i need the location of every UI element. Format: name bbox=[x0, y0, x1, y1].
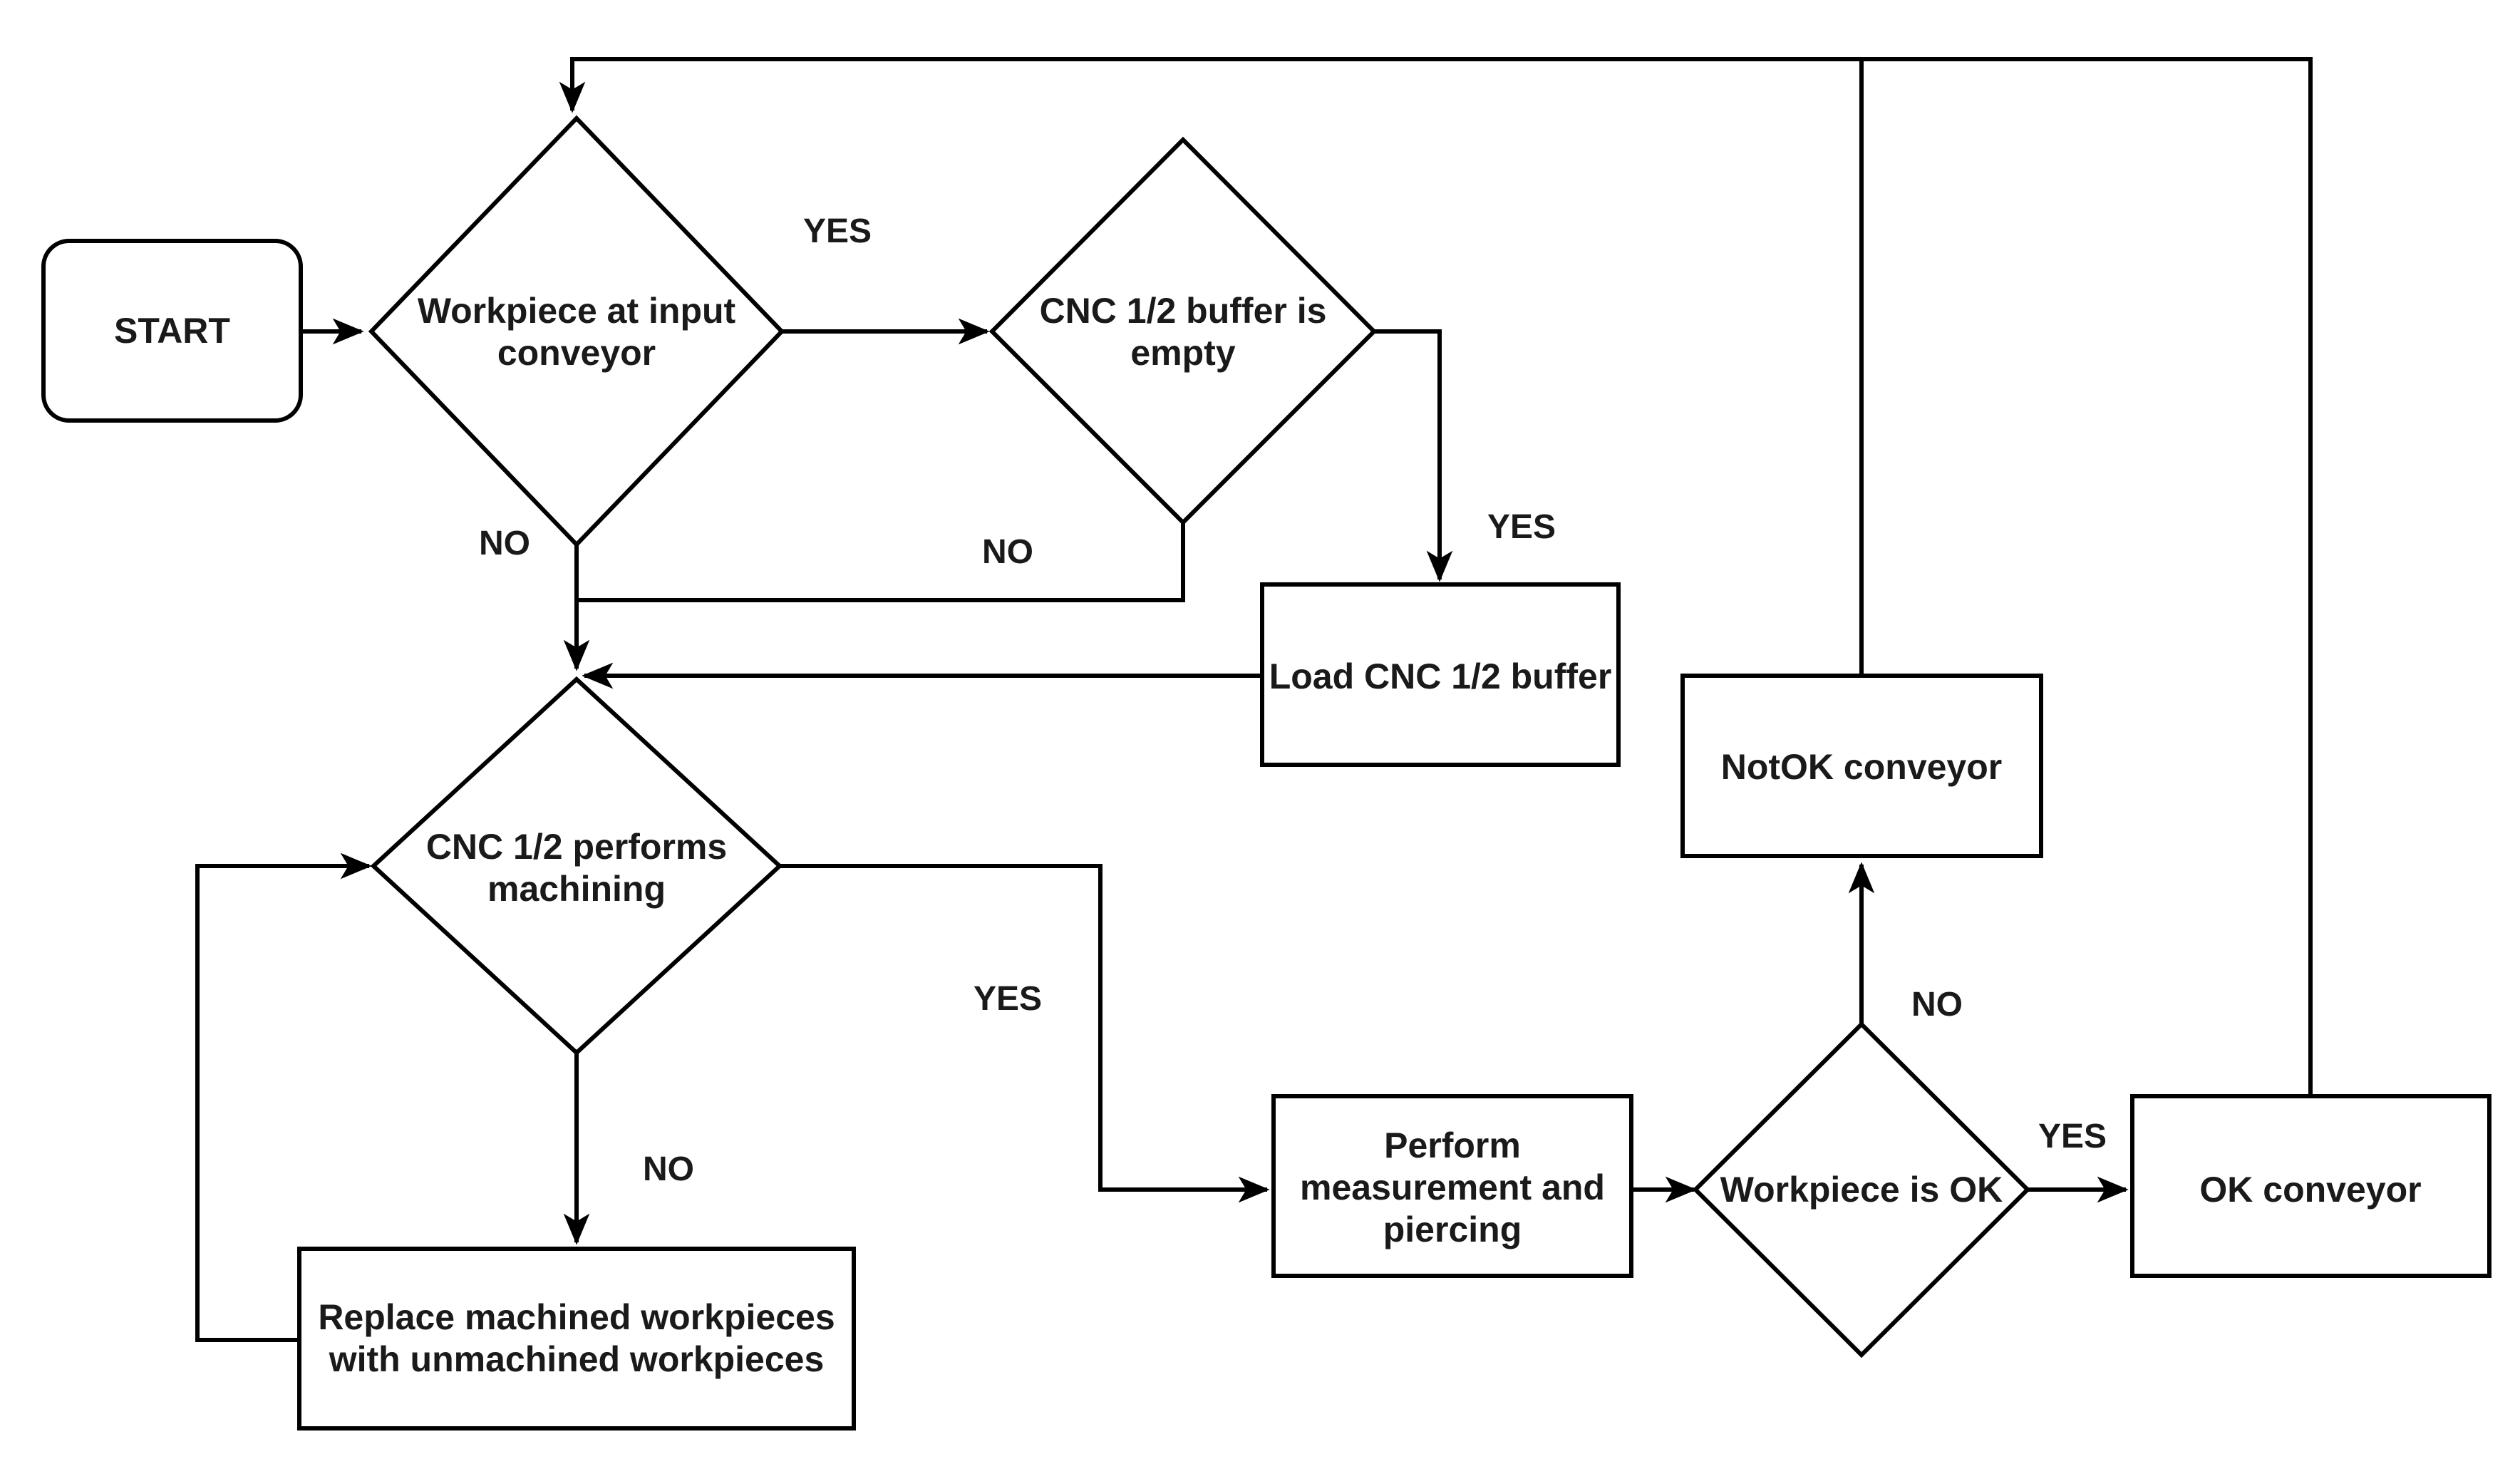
decision-workpiece-at-input: Workpiece at input conveyor bbox=[368, 115, 785, 548]
decision-cnc-machining-line-1: CNC 1/2 performs bbox=[426, 827, 727, 867]
terminal-ok-conveyor: OK conveyor bbox=[2130, 1094, 2491, 1278]
start-node: START bbox=[41, 239, 303, 423]
decision-workpiece-ok: Workpiece is OK bbox=[1692, 1021, 2031, 1359]
decision-workpiece-at-input-line-1: Workpiece at input bbox=[418, 291, 736, 331]
label-input-no: NO bbox=[479, 525, 530, 562]
terminal-notok-conveyor: NotOK conveyor bbox=[1680, 674, 2043, 858]
label-ok-yes: YES bbox=[2038, 1118, 2107, 1155]
decision-buffer-empty-line-2: empty bbox=[1130, 333, 1235, 373]
edge-ok-return-top bbox=[559, 57, 2313, 1096]
label-ok-no: NO bbox=[1911, 986, 1963, 1024]
label-buffer-no: NO bbox=[982, 533, 1033, 571]
label-buffer-yes: YES bbox=[1487, 508, 1556, 546]
process-replace-workpieces-line-2: with unmachined workpieces bbox=[329, 1339, 825, 1379]
decision-cnc-machining-line-2: machining bbox=[487, 869, 666, 909]
terminal-ok-conveyor-label: OK conveyor bbox=[2199, 1170, 2421, 1210]
process-replace-workpieces-line-1: Replace machined workpieces bbox=[318, 1297, 835, 1337]
decision-buffer-empty: CNC 1/2 buffer is empty bbox=[988, 136, 1378, 526]
terminal-notok-conveyor-label: NotOK conveyor bbox=[1721, 747, 2003, 787]
decision-workpiece-ok-label: Workpiece is OK bbox=[1720, 1170, 2003, 1210]
edge-machining-yes-to-measure bbox=[780, 864, 1270, 1203]
decision-cnc-machining: CNC 1/2 performs machining bbox=[370, 676, 783, 1056]
process-measure-pierce: Perform measurement and piercing bbox=[1271, 1094, 1633, 1278]
process-replace-workpieces: Replace machined workpieces with unmachi… bbox=[297, 1247, 856, 1431]
label-machining-yes: YES bbox=[974, 980, 1042, 1018]
start-label: START bbox=[114, 311, 230, 351]
label-input-yes: YES bbox=[803, 212, 872, 250]
decision-buffer-empty-line-1: CNC 1/2 buffer is bbox=[1040, 291, 1327, 331]
edge-buffer-yes-to-load bbox=[1374, 329, 1453, 582]
edge-buffer-no-join bbox=[577, 522, 1185, 602]
decision-workpiece-at-input-line-2: conveyor bbox=[497, 333, 656, 373]
process-measure-pierce-line-2: measurement and bbox=[1300, 1167, 1605, 1207]
process-load-buffer: Load CNC 1/2 buffer bbox=[1260, 582, 1621, 767]
label-machining-no: NO bbox=[643, 1150, 694, 1188]
process-measure-pierce-line-1: Perform bbox=[1384, 1125, 1521, 1165]
edge-replace-loop-back bbox=[195, 852, 372, 1342]
process-load-buffer-label: Load CNC 1/2 buffer bbox=[1269, 656, 1612, 696]
process-measure-pierce-line-3: piercing bbox=[1383, 1210, 1522, 1249]
